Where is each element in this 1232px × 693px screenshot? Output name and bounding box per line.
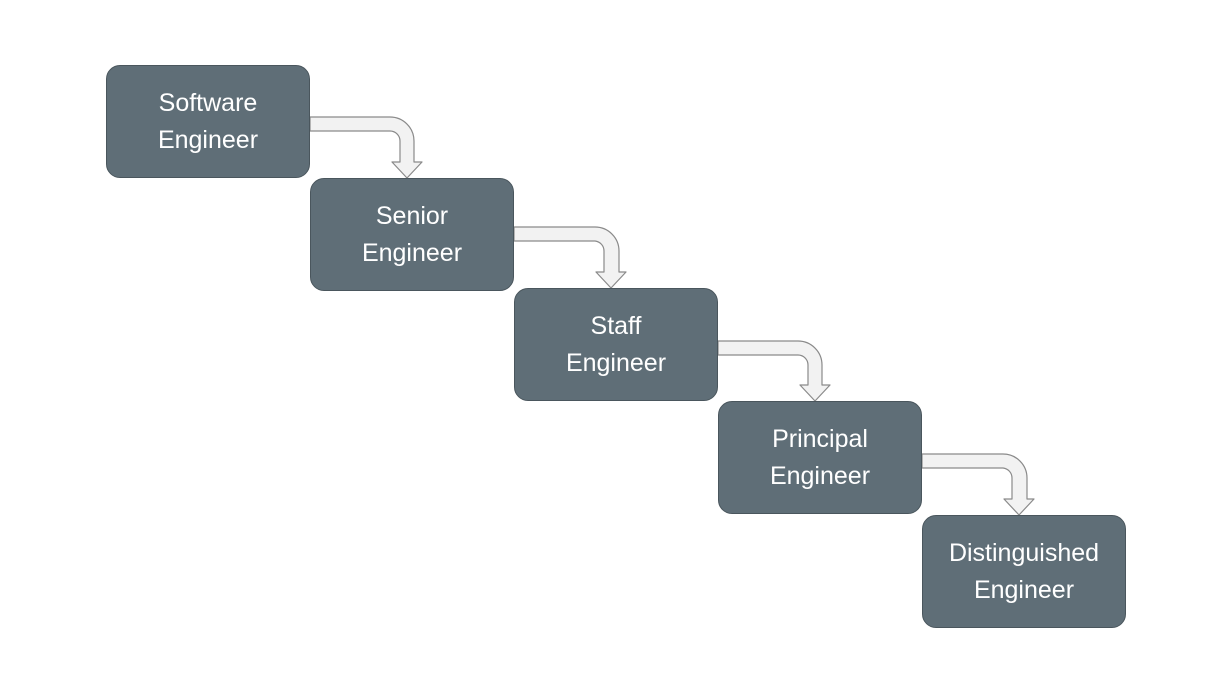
step-label-line1: Distinguished xyxy=(948,538,1100,567)
arrow-software-to-senior xyxy=(309,116,423,179)
arrow-principal-to-distinguished xyxy=(921,453,1035,516)
step-label-line1: Software xyxy=(158,88,258,117)
step-label-line2: Engineer xyxy=(361,238,463,267)
step-label-line2: Engineer xyxy=(565,348,667,377)
step-label-line2: Engineer xyxy=(973,575,1075,604)
step-label-line1: Principal xyxy=(772,424,868,453)
step-label-line1: Staff xyxy=(590,311,642,340)
step-staff-engineer: Staff Engineer xyxy=(514,288,718,401)
step-principal-engineer: Principal Engineer xyxy=(718,401,922,514)
step-label-line2: Engineer xyxy=(157,125,259,154)
step-label-line2: Engineer xyxy=(769,461,871,490)
step-software-engineer: Software Engineer xyxy=(106,65,310,178)
arrow-senior-to-staff xyxy=(513,226,627,289)
step-distinguished-engineer: Distinguished Engineer xyxy=(922,515,1126,628)
step-senior-engineer: Senior Engineer xyxy=(310,178,514,291)
arrow-staff-to-principal xyxy=(717,340,831,402)
step-label-line1: Senior xyxy=(375,201,449,230)
